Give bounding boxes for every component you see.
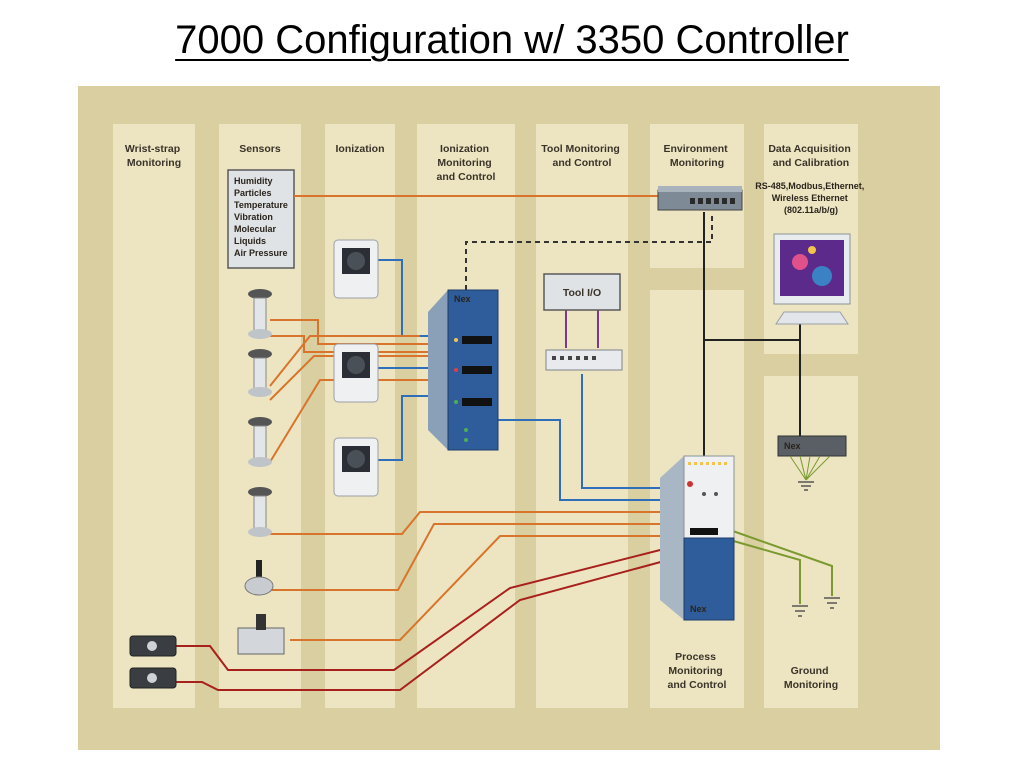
sensors-title: Sensors [239,143,281,155]
red-wire-wrist-2 [176,559,669,691]
orange-wire-vibration [270,523,668,591]
green-wire-ground-1 [729,539,801,604]
wires [176,195,833,691]
wrist-strap-monitor-2 [129,667,177,689]
page-title: 7000 Configuration w/ 3350 Controller [175,18,849,62]
ionizer-3 [333,437,379,497]
environment-title: Environment Monitoring [663,143,730,169]
ionization-title: Ionization [336,143,385,155]
column-wrist-strap [113,124,195,708]
sensor-list-box: Humidity Particles Temperature Vibration… [227,169,295,269]
dashed-network-line [465,212,713,290]
orange-wire-sensor-2 [269,335,420,387]
data-acq-note: RS-485,Modbus,Ethernet, Wireless Etherne… [755,181,867,215]
blue-wire-tool-process [581,374,668,489]
ground-title: Ground Monitoring [784,665,838,691]
computer-monitor [773,233,851,325]
ground-symbol-1 [792,605,808,617]
wrist-strap-title: Wrist-strap Monitoring [125,143,183,169]
sensor-list: Humidity Particles Temperature Vibration… [234,176,290,258]
ground-monitor-device: Nex [777,435,847,491]
data-acq-title: Data Acquisition and Calibration [768,143,853,169]
tool-monitoring-title: Tool Monitoring and Control [541,143,622,169]
sensor-cylinder-3 [248,417,272,467]
vibration-sensor [244,560,274,596]
column-ionization [325,124,395,708]
process-controller-7000: Nex [660,455,735,621]
ionizer-2 [333,343,379,403]
tool-io-label: Tool I/O [563,287,601,299]
process-title: Process Monitoring and Control [668,651,727,691]
red-wire-wrist-1 [176,547,669,671]
controller-3350: Nex [428,289,499,451]
process-controller-brand: Nex [690,604,707,614]
orange-wire-sensor-4 [270,511,668,535]
sensor-cylinder-4 [248,487,272,537]
blue-wire-ionizer-3 [378,395,428,461]
orange-wire-sensor-3 [269,379,428,463]
ground-monitor-brand: Nex [784,441,801,451]
orange-wire-sensor-2b [269,355,428,401]
ground-symbol-2 [824,597,840,609]
tool-hub [545,349,623,371]
environment-switch [657,186,743,211]
blue-wire-3350-process [498,419,668,501]
green-wire-ground-2 [729,529,833,596]
column-ground [764,376,858,708]
wrist-strap-monitor-1 [129,635,177,657]
ionizer-1 [333,239,379,299]
sensor-cylinder-1 [248,289,272,339]
sensor-cylinder-2 [248,349,272,397]
controller-3350-brand: Nex [454,294,471,304]
orange-wire-tool-sensor [290,535,668,641]
tool-io-box: Tool I/O [543,273,621,311]
tool-sensor [237,614,285,655]
ion-monitoring-title: Ionization Monitoring and Control [437,143,496,183]
